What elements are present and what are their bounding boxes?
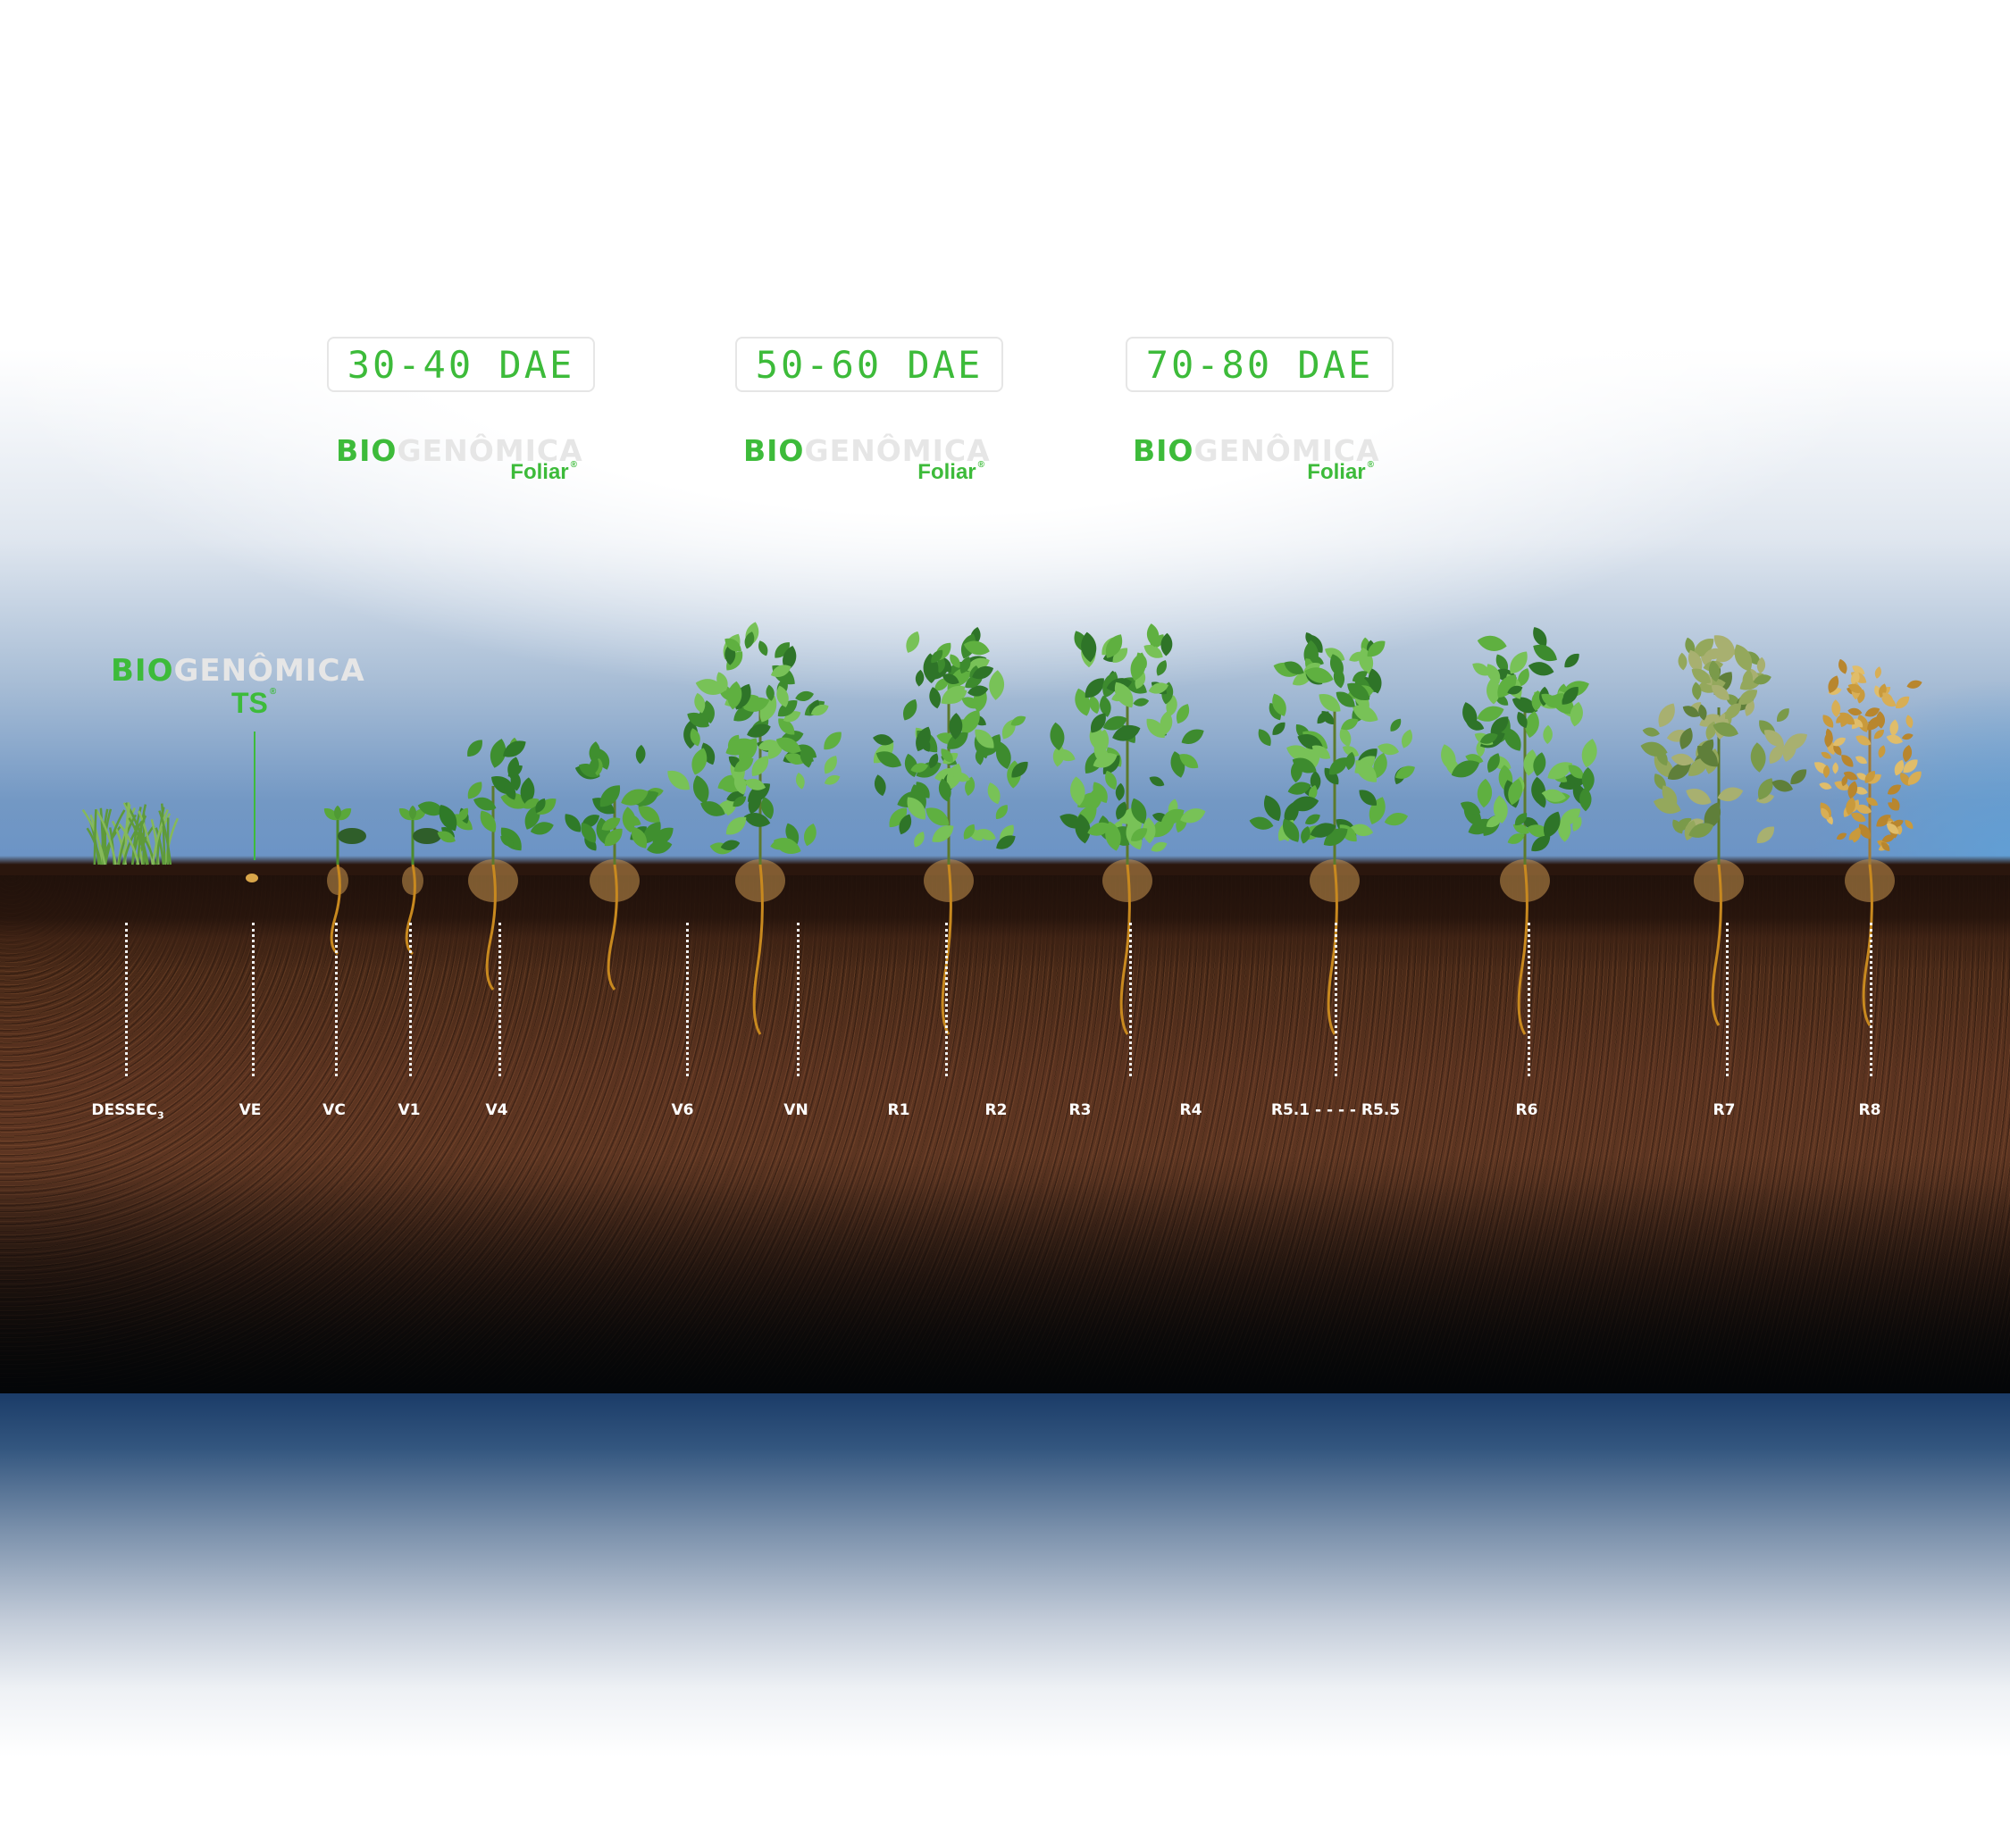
plant-maturing-r7 [1612,632,1826,1052]
stage-label: DESSEC3 [91,1101,164,1122]
stage-label: R1 [887,1101,910,1119]
dae-window-label: 50-60 DAE [755,342,984,387]
plant-young-v4 [386,632,600,1052]
stage-label: V6 [671,1101,694,1119]
ts-logo: BIOGENÔMICA TS® [111,653,398,719]
brand-wordmark: BIOGENÔMICA [743,433,991,468]
plant-full-v6 [653,622,867,1052]
plant-grass-dessec [27,632,241,1052]
stage-dotted-line [945,923,948,1076]
foliar-logo-3: BIOGENÔMICA Foliar® [1133,433,1380,505]
plant-full-r3 [1020,623,1235,1052]
brand-wordmark: BIOGENÔMICA [111,653,365,689]
stage-dotted-line [1528,923,1530,1076]
stage-label: V4 [485,1101,508,1119]
stage-dotted-line [335,923,338,1076]
stage-label: R3 [1068,1101,1092,1119]
ts-application-marker-line [254,732,255,860]
stage-label: V1 [398,1101,421,1119]
plant-full-r5 [1227,631,1442,1052]
dae-window-label: 30-40 DAE [347,342,575,387]
product-line-label: TS® [231,687,277,719]
plant-dry-r8 [1763,632,1977,1052]
plant-full-r1 [842,626,1056,1052]
stage-label: R8 [1858,1101,1881,1119]
bottom-gradient [0,1393,2010,1848]
stage-dotted-line [252,923,255,1076]
stage-label: R5.1 - - - - R5.5 [1270,1101,1401,1119]
stage-label: VC [322,1101,346,1119]
plant-seedling-vc [230,632,445,1052]
stage-dotted-line [498,923,501,1076]
stage-dotted-line [125,923,128,1076]
product-line-label: Foliar® [510,460,577,484]
foliar-logo-1: BIOGENÔMICA Foliar® [336,433,583,505]
stage-dotted-line [1870,923,1872,1076]
brand-wordmark: BIOGENÔMICA [336,433,583,468]
stage-label: R4 [1179,1101,1202,1119]
plant-young-v4 [507,632,722,1052]
stage-dotted-line [409,923,412,1076]
plant-full-r6 [1418,627,1632,1052]
plant-seedling-v1 [306,632,520,1052]
stage-dotted-line [1129,923,1132,1076]
stage-label: R6 [1515,1101,1538,1119]
foliar-logo-2: BIOGENÔMICA Foliar® [743,433,991,505]
stage-dotted-line [1335,923,1337,1076]
stage-dotted-line [686,923,689,1076]
dae-badge-3: 70-80 DAE [1126,337,1394,392]
dae-window-label: 70-80 DAE [1145,342,1374,387]
stage-dotted-line [1726,923,1729,1076]
product-line-label: Foliar® [1307,460,1374,484]
plant-seed-ve [145,632,359,1052]
stage-label: VN [783,1101,808,1119]
stage-label: VE [239,1101,262,1119]
dae-badge-2: 50-60 DAE [735,337,1003,392]
product-line-label: Foliar® [917,460,984,484]
stage-label: R7 [1713,1101,1736,1119]
dae-badge-1: 30-40 DAE [327,337,595,392]
brand-wordmark: BIOGENÔMICA [1133,433,1380,468]
stage-dotted-line [797,923,800,1076]
stage-label: R2 [984,1101,1008,1119]
